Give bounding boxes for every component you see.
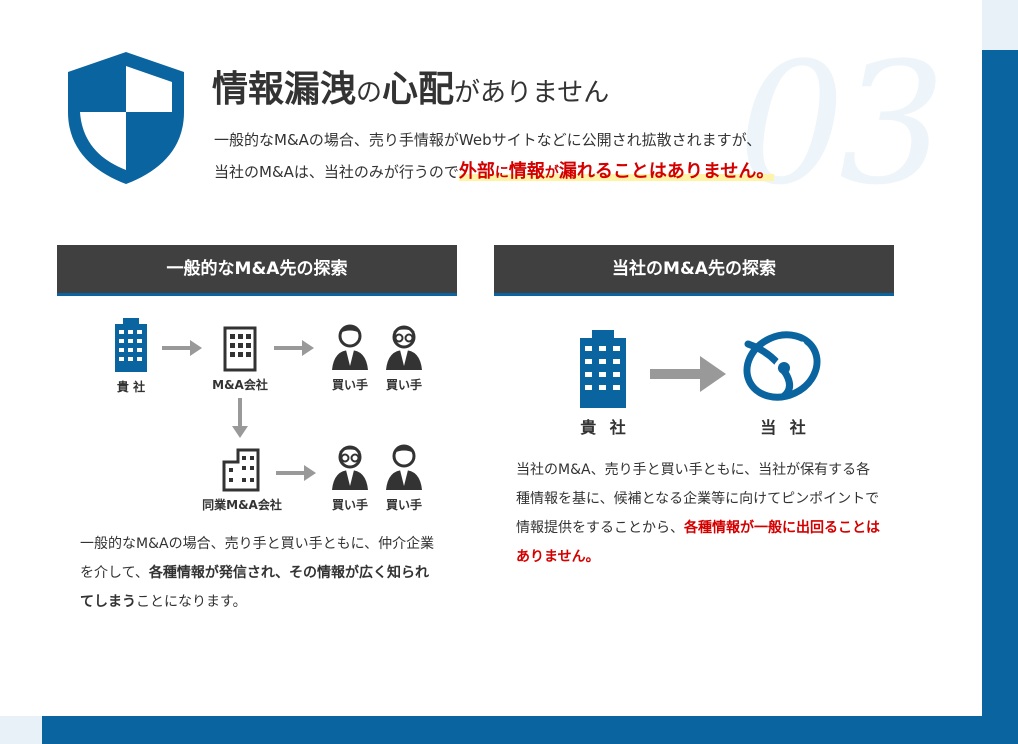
label-your-company: 貴 社	[116, 380, 146, 394]
buyer-person-glasses-icon	[332, 445, 368, 490]
arrow-right-icon	[274, 340, 314, 356]
office-building-icon	[223, 326, 257, 372]
label-buyer: 買い手	[385, 378, 422, 392]
shield-icon	[68, 52, 184, 184]
label-peer-company: 同業M&A会社	[202, 498, 282, 512]
arrow-right-icon	[650, 356, 726, 392]
general-heading: 一般的なM&A先の探索	[57, 245, 457, 296]
lead-line-2: 当社のM&Aは、当社のみが行うので外部に情報が漏れることはありません。	[214, 161, 775, 182]
label-buyer: 買い手	[385, 498, 422, 512]
label-your-company: 貴 社	[580, 418, 630, 437]
buyer-person-icon	[386, 444, 422, 490]
general-description: 一般的なM&Aの場合、売り手と買い手ともに、仲介企業を介して、各種情報が発信され…	[80, 536, 435, 610]
decorative-blue-block-bottom	[42, 716, 1018, 744]
ours-description: 当社のM&A、売り手と買い手ともに、当社が保有する各種情報を基に、候補となる企業…	[516, 462, 880, 565]
building-icon	[115, 318, 147, 372]
peer-building-icon	[222, 448, 260, 492]
buyer-person-glasses-icon	[386, 325, 422, 370]
lead-text: 一般的なM&Aの場合、売り手情報がWebサイトなどに公開され拡散されますが、 当…	[214, 124, 775, 189]
arrow-down-icon	[232, 398, 248, 438]
buyer-person-icon	[332, 324, 368, 370]
lead-highlight: 外部に情報が漏れることはありません。	[458, 161, 775, 182]
lead-line-1: 一般的なM&Aの場合、売り手情報がWebサイトなどに公開され拡散されますが、	[214, 131, 762, 149]
company-logo-icon	[743, 331, 821, 401]
arrow-right-icon	[162, 340, 202, 356]
label-our-company: 当 社	[760, 418, 810, 437]
building-icon	[580, 330, 626, 408]
label-ma-company: M&A会社	[212, 378, 268, 392]
arrow-right-icon	[276, 465, 316, 481]
label-buyer: 買い手	[331, 498, 368, 512]
page-title: 情報漏洩の心配がありません	[212, 68, 610, 110]
ours-heading: 当社のM&A先の探索	[494, 245, 894, 296]
decorative-blue-block-right	[982, 50, 1018, 744]
label-buyer: 買い手	[331, 378, 368, 392]
content-card: 03 情報漏洩の心配がありません 一般的なM&Aの場合、売り手情報がWebサイト…	[0, 0, 982, 716]
